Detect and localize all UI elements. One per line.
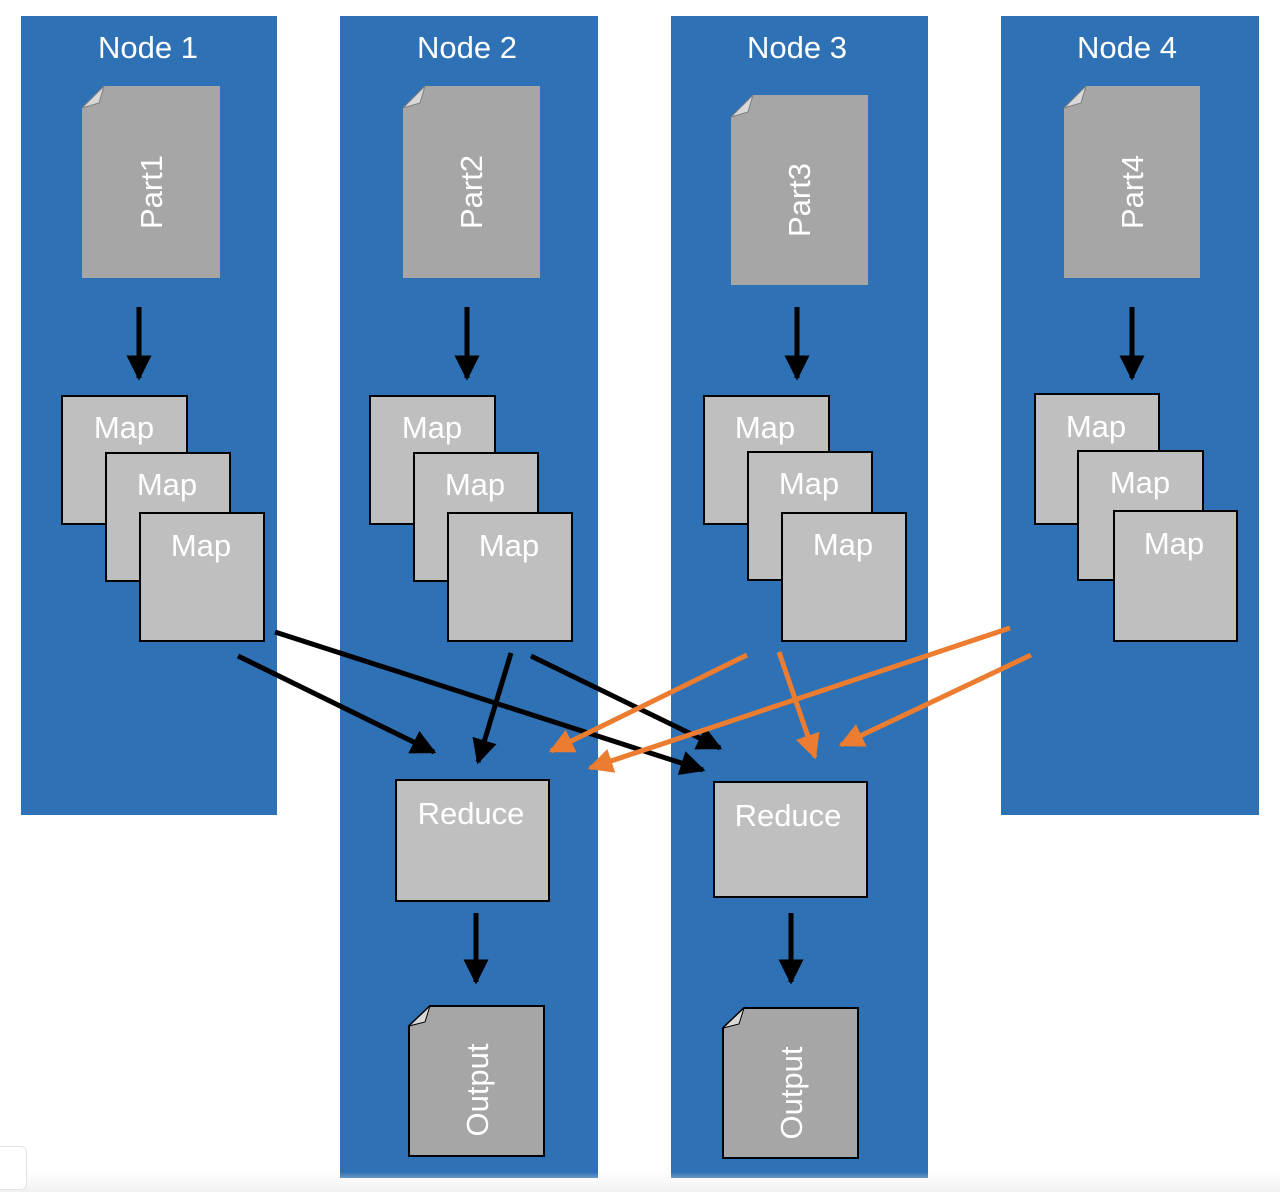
node-2-title: Node 2 [417, 30, 517, 65]
edge-tab [0, 1146, 27, 1190]
map-box [781, 512, 907, 642]
node-4-title: Node 4 [1077, 30, 1177, 65]
shuffle-arrow-node2-to-reduce1 [472, 652, 514, 765]
map-box [447, 512, 573, 642]
map-label: Map [779, 466, 839, 501]
map-box [139, 512, 265, 642]
node-3-map-stack: Map Map Map [703, 395, 907, 642]
output-1-label: Output [460, 1043, 495, 1136]
node-2-map-stack: Map Map Map [369, 395, 573, 642]
bottom-shade [0, 1172, 1280, 1192]
map-label: Map [813, 527, 873, 562]
part-3-label: Part3 [782, 163, 817, 237]
part-1-label: Part1 [134, 155, 169, 229]
output-2-document-icon: Output [721, 1006, 859, 1159]
part-4-label: Part4 [1115, 155, 1150, 229]
node-1-title: Node 1 [98, 30, 198, 65]
map-label: Map [1066, 409, 1126, 444]
output-1-document-icon: Output [407, 1004, 545, 1157]
shuffle-arrow-node1-to-reduce2 [274, 629, 706, 775]
part-2-label: Part2 [454, 155, 489, 229]
reduce-2: Reduce [713, 781, 868, 898]
shuffle-arrow-node1-to-reduce1 [236, 653, 437, 755]
map-label: Map [402, 410, 462, 445]
map-label: Map [137, 467, 197, 502]
map-label: Map [171, 528, 231, 563]
reduce-box [395, 779, 550, 902]
part-2-document-icon: Part2 [402, 85, 540, 278]
map-label: Map [94, 410, 154, 445]
shuffle-arrow-node4-to-reduce2 [838, 652, 1033, 748]
map-label: Map [1110, 465, 1170, 500]
node-3-title: Node 3 [747, 30, 847, 65]
shuffle-arrow-node4-to-reduce1 [587, 625, 1011, 773]
reduce-label: Reduce [735, 798, 842, 833]
node-4-map-stack: Map Map Map [1034, 393, 1238, 642]
map-label: Map [735, 410, 795, 445]
part-3-document-icon: Part3 [730, 94, 868, 285]
map-label: Map [479, 528, 539, 563]
shuffle-arrow-node3-to-reduce2 [776, 651, 820, 760]
part-4-document-icon: Part4 [1063, 85, 1200, 278]
part-1-document-icon: Part1 [81, 85, 220, 278]
node-1-map-stack: Map Map Map [61, 395, 265, 642]
reduce-label: Reduce [418, 796, 525, 831]
shuffle-arrow-node3-to-reduce1 [548, 652, 749, 754]
map-label: Map [1144, 526, 1204, 561]
reduce-box [713, 781, 868, 898]
map-box [1113, 510, 1238, 642]
reduce-1: Reduce [395, 779, 550, 902]
output-2-label: Output [774, 1046, 809, 1139]
map-label: Map [445, 467, 505, 502]
